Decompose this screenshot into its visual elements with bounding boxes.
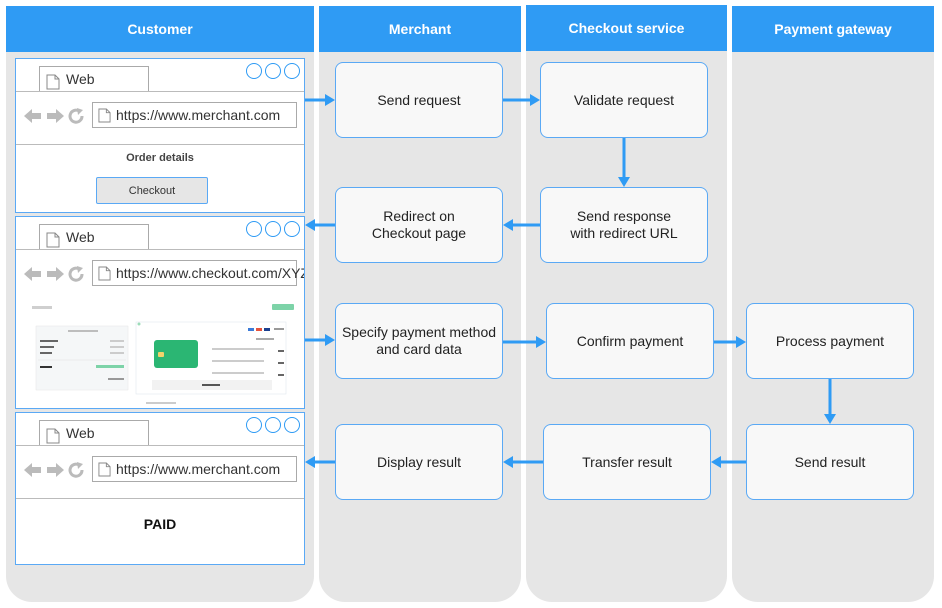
lane-header-customer: Customer bbox=[6, 6, 314, 52]
back-arrow-icon[interactable] bbox=[24, 108, 42, 124]
browser-window-merchant-order: Web https://www.merchant.com Order detai… bbox=[15, 58, 305, 213]
checkout-form-screenshot bbox=[16, 302, 304, 408]
url-input[interactable]: https://www.checkout.com/XYZ bbox=[92, 260, 304, 286]
tab-label: Web bbox=[66, 425, 95, 441]
arrow-validate-to-response bbox=[622, 138, 626, 178]
page-icon bbox=[98, 266, 111, 281]
arrow-send-to-validate bbox=[503, 98, 533, 102]
step-redirect-checkout-page: Redirect on Checkout page bbox=[335, 187, 503, 263]
nav-controls bbox=[24, 108, 86, 124]
step-send-request: Send request bbox=[335, 62, 503, 138]
page-content: Order details Checkout bbox=[16, 144, 304, 212]
address-bar-row: https://www.merchant.com bbox=[16, 445, 304, 499]
browser-tab[interactable]: Web bbox=[39, 66, 149, 91]
browser-tab[interactable]: Web bbox=[39, 420, 149, 445]
url-input[interactable]: https://www.merchant.com bbox=[92, 102, 297, 128]
lane-header-merchant: Merchant bbox=[319, 6, 521, 52]
document-icon bbox=[46, 74, 60, 90]
arrowhead-send-response bbox=[618, 177, 630, 187]
window-control-maximize-icon[interactable] bbox=[265, 417, 281, 433]
arrowhead-specify-payment bbox=[325, 334, 335, 346]
lane-header-checkout-service: Checkout service bbox=[526, 5, 727, 51]
arrow-response-to-redirect bbox=[511, 223, 540, 227]
step-specify-payment-method: Specify payment method and card data bbox=[335, 303, 503, 379]
arrow-browser-to-send-request bbox=[305, 98, 327, 102]
step-send-result: Send result bbox=[746, 424, 914, 500]
forward-arrow-icon[interactable] bbox=[46, 108, 64, 124]
url-text: https://www.merchant.com bbox=[116, 107, 281, 123]
arrowhead-checkout-browser bbox=[305, 219, 315, 231]
checkout-page-thumbnail bbox=[16, 302, 304, 408]
document-icon bbox=[46, 428, 60, 444]
page-content: PAID bbox=[16, 498, 304, 564]
window-control-close-icon[interactable] bbox=[284, 63, 300, 79]
step-display-result: Display result bbox=[335, 424, 503, 500]
step-transfer-result: Transfer result bbox=[543, 424, 711, 500]
nav-controls bbox=[24, 462, 86, 478]
checkout-button[interactable]: Checkout bbox=[96, 177, 208, 204]
arrowhead-display-result bbox=[503, 456, 513, 468]
forward-arrow-icon[interactable] bbox=[46, 266, 64, 282]
address-bar-row: https://www.merchant.com bbox=[16, 91, 304, 145]
arrow-display-to-browser bbox=[313, 460, 335, 464]
arrow-transfer-to-display bbox=[511, 460, 543, 464]
step-process-payment: Process payment bbox=[746, 303, 914, 379]
arrowhead-redirect bbox=[503, 219, 513, 231]
arrowhead-send-request bbox=[325, 94, 335, 106]
window-controls bbox=[246, 63, 300, 79]
arrow-specify-to-confirm bbox=[503, 340, 539, 344]
window-control-maximize-icon[interactable] bbox=[265, 63, 281, 79]
arrow-browser-to-specify bbox=[305, 338, 327, 342]
reload-icon[interactable] bbox=[68, 108, 86, 124]
url-text: https://www.checkout.com/XYZ bbox=[116, 265, 305, 281]
window-control-maximize-icon[interactable] bbox=[265, 221, 281, 237]
reload-icon[interactable] bbox=[68, 266, 86, 282]
window-control-minimize-icon[interactable] bbox=[246, 221, 262, 237]
window-control-minimize-icon[interactable] bbox=[246, 63, 262, 79]
url-text: https://www.merchant.com bbox=[116, 461, 281, 477]
arrowhead-confirm-payment bbox=[536, 336, 546, 348]
arrowhead-result-browser bbox=[305, 456, 315, 468]
reload-icon[interactable] bbox=[68, 462, 86, 478]
step-validate-request: Validate request bbox=[540, 62, 708, 138]
lane-header-payment-gateway: Payment gateway bbox=[732, 6, 934, 52]
forward-arrow-icon[interactable] bbox=[46, 462, 64, 478]
order-details-title: Order details bbox=[126, 152, 194, 164]
tab-label: Web bbox=[66, 71, 95, 87]
browser-tab[interactable]: Web bbox=[39, 224, 149, 249]
step-confirm-payment: Confirm payment bbox=[546, 303, 714, 379]
window-control-close-icon[interactable] bbox=[284, 221, 300, 237]
arrowhead-process-payment bbox=[736, 336, 746, 348]
document-icon bbox=[46, 232, 60, 248]
arrow-send-to-transfer bbox=[719, 460, 746, 464]
back-arrow-icon[interactable] bbox=[24, 462, 42, 478]
page-icon bbox=[98, 108, 111, 123]
page-icon bbox=[98, 462, 111, 477]
window-controls bbox=[246, 417, 300, 433]
arrowhead-validate bbox=[530, 94, 540, 106]
url-input[interactable]: https://www.merchant.com bbox=[92, 456, 297, 482]
step-send-response-redirect-url: Send response with redirect URL bbox=[540, 187, 708, 263]
browser-window-merchant-result: Web https://www.merchant.com PAID bbox=[15, 412, 305, 565]
window-control-close-icon[interactable] bbox=[284, 417, 300, 433]
window-control-minimize-icon[interactable] bbox=[246, 417, 262, 433]
back-arrow-icon[interactable] bbox=[24, 266, 42, 282]
tab-label: Web bbox=[66, 229, 95, 245]
browser-window-checkout: Web https://www.checkout.com/XYZ bbox=[15, 216, 305, 409]
arrow-process-to-send-result bbox=[828, 379, 832, 416]
arrow-redirect-to-browser bbox=[313, 223, 335, 227]
arrowhead-transfer-result bbox=[711, 456, 721, 468]
nav-controls bbox=[24, 266, 86, 282]
arrowhead-send-result bbox=[824, 414, 836, 424]
window-controls bbox=[246, 221, 300, 237]
arrow-confirm-to-process bbox=[714, 340, 739, 344]
payment-status-text: PAID bbox=[143, 516, 177, 532]
